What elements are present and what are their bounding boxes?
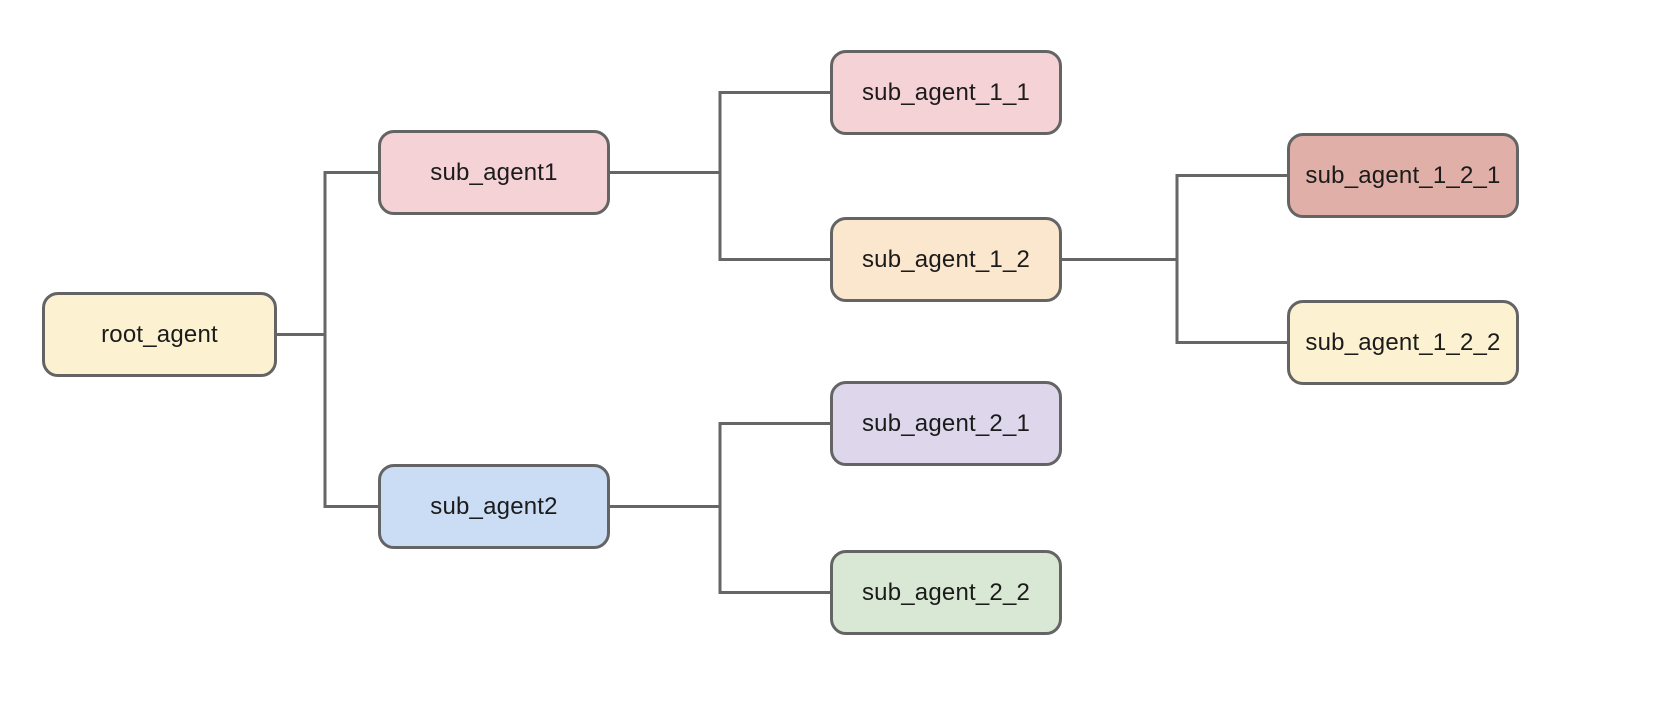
tree-node-sub_agent1[interactable]: sub_agent1 [378, 130, 610, 215]
tree-node-sub_agent_1_1[interactable]: sub_agent_1_1 [830, 50, 1062, 135]
edge-sub_agent2-to-sub_agent_2_2 [610, 505, 830, 594]
edge-sub_agent1-to-sub_agent_1_1 [610, 91, 830, 174]
tree-node-sub_agent2[interactable]: sub_agent2 [378, 464, 610, 549]
node-label: sub_agent_2_2 [861, 578, 1031, 606]
tree-node-sub_agent_1_2_2[interactable]: sub_agent_1_2_2 [1287, 300, 1519, 385]
edge-root_agent-to-sub_agent1 [277, 171, 378, 336]
tree-node-sub_agent_1_2_1[interactable]: sub_agent_1_2_1 [1287, 133, 1519, 218]
tree-node-sub_agent_2_2[interactable]: sub_agent_2_2 [830, 550, 1062, 635]
tree-node-root_agent[interactable]: root_agent [42, 292, 277, 377]
edge-sub_agent_1_2-to-sub_agent_1_2_2 [1062, 258, 1287, 344]
node-label: sub_agent2 [430, 492, 558, 520]
edge-sub_agent1-to-sub_agent_1_2 [610, 171, 830, 261]
node-label: sub_agent1 [430, 158, 558, 186]
node-label: sub_agent_2_1 [861, 409, 1031, 437]
tree-node-sub_agent_1_2[interactable]: sub_agent_1_2 [830, 217, 1062, 302]
node-label: sub_agent_1_2 [861, 245, 1031, 273]
edge-root_agent-to-sub_agent2 [277, 333, 378, 508]
node-label: root_agent [101, 320, 218, 348]
edge-sub_agent2-to-sub_agent_2_1 [610, 422, 830, 508]
edge-sub_agent_1_2-to-sub_agent_1_2_1 [1062, 174, 1287, 261]
node-label: sub_agent_1_2_1 [1305, 161, 1501, 189]
node-label: sub_agent_1_1 [861, 78, 1031, 106]
tree-node-sub_agent_2_1[interactable]: sub_agent_2_1 [830, 381, 1062, 466]
node-label: sub_agent_1_2_2 [1305, 328, 1501, 356]
